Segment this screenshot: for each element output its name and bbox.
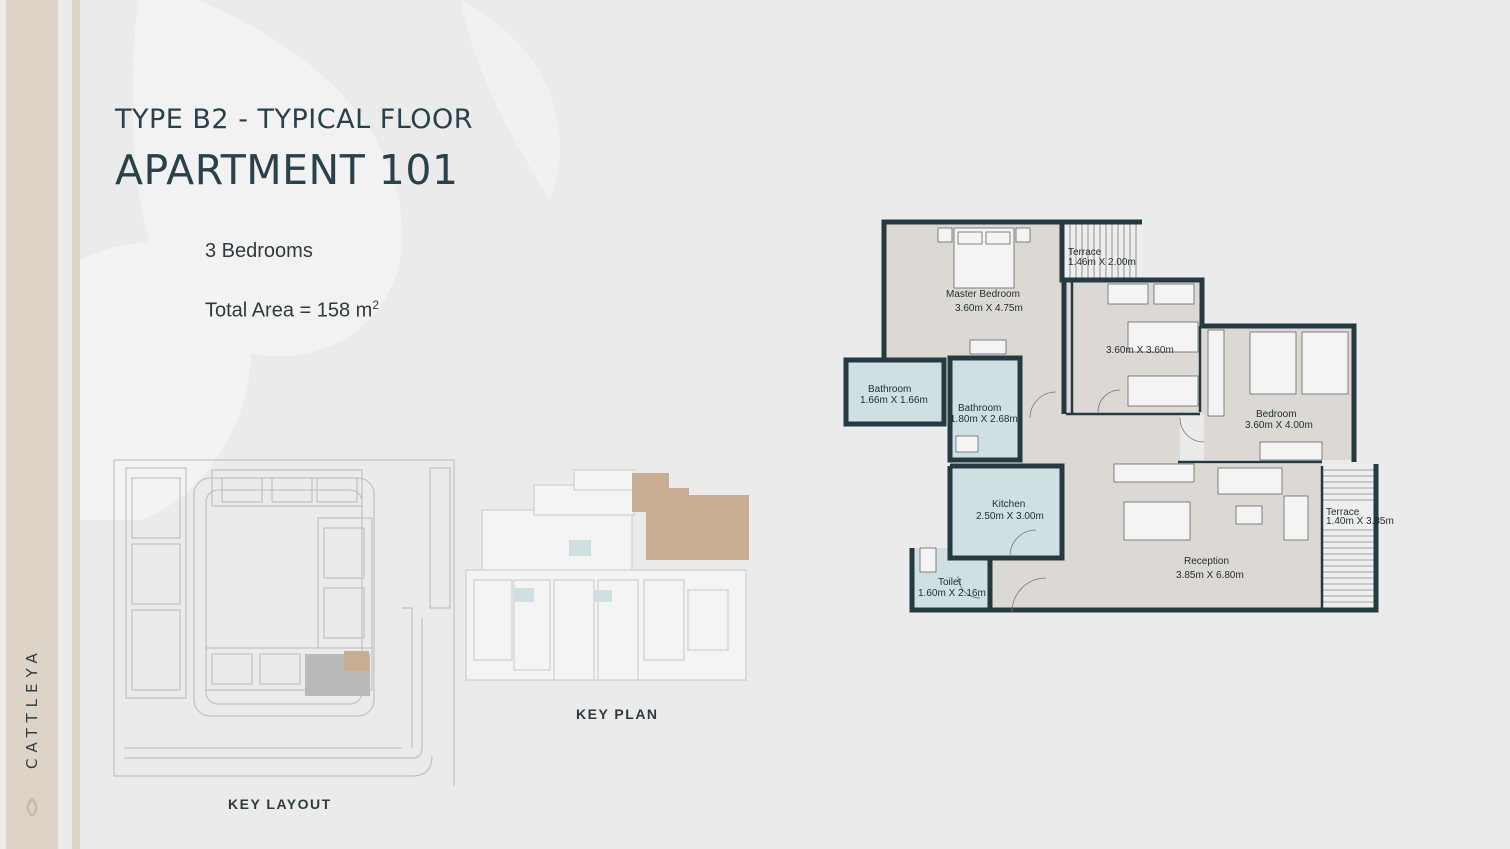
walls <box>843 219 1379 613</box>
reception-label: Reception <box>1184 556 1229 567</box>
toilet-label: Toilet <box>938 577 962 588</box>
plan-type-subtitle: TYPE B2 - TYPICAL FLOOR <box>115 104 474 135</box>
key-layout-map <box>113 459 455 786</box>
bathroom1-dim: 1.66m X 1.66m <box>860 395 928 406</box>
bedroom3-dim: 3.60m X 4.00m <box>1245 420 1313 431</box>
master-bedroom-label: Master Bedroom <box>946 289 1020 300</box>
key-layout-label: KEY LAYOUT <box>228 796 332 812</box>
furniture <box>919 227 1349 573</box>
bedrooms-count: 3 Bedrooms <box>205 240 313 262</box>
sidebar-brand-strip: CATTLEYA <box>0 0 80 849</box>
bathroom1-label: Bathroom <box>868 384 911 395</box>
area-unit-superscript: 2 <box>372 298 380 312</box>
floor-plan: Terrace 1.46m X 2.00m Master Bedroom 3.6… <box>843 219 1394 613</box>
reception-dim: 3.85m X 6.80m <box>1176 570 1244 581</box>
terrace-right <box>1322 464 1376 608</box>
toilet-dim: 1.60m X 2.16m <box>918 588 986 599</box>
bedroom2-dim: 3.60m X 3.60m <box>1106 345 1174 356</box>
terrace-top <box>1064 222 1142 278</box>
total-area: Total Area = 158 m2 <box>205 298 379 323</box>
bedroom3-label: Bedroom <box>1256 409 1297 420</box>
terrace-top-label: Terrace <box>1068 247 1102 258</box>
apartment-title: APARTMENT 101 <box>115 146 459 194</box>
kitchen-dim: 2.50m X 3.00m <box>976 511 1044 522</box>
terrace-right-label: Terrace <box>1326 507 1360 518</box>
bathroom2-dim: 1.80m X 2.68m <box>950 414 1018 425</box>
key-plan-label: KEY PLAN <box>576 706 659 722</box>
brand-name: CATTLEYA <box>23 647 41 769</box>
master-bedroom-dim: 3.60m X 4.75m <box>955 303 1023 314</box>
total-area-text: Total Area = 158 m <box>205 299 373 322</box>
kitchen-label: Kitchen <box>992 499 1025 510</box>
terrace-top-dim: 1.46m X 2.00m <box>1068 257 1136 268</box>
sidebar-stripe-thin <box>72 0 80 849</box>
terrace-right-dim: 1.40m X 3.85m <box>1326 516 1394 527</box>
bathroom2-label: Bathroom <box>958 403 1001 414</box>
key-plan-map <box>465 469 749 681</box>
sidebar-stripe <box>6 0 58 849</box>
background-leaf-graphic <box>80 0 560 520</box>
brand-leaf-icon <box>26 797 38 817</box>
